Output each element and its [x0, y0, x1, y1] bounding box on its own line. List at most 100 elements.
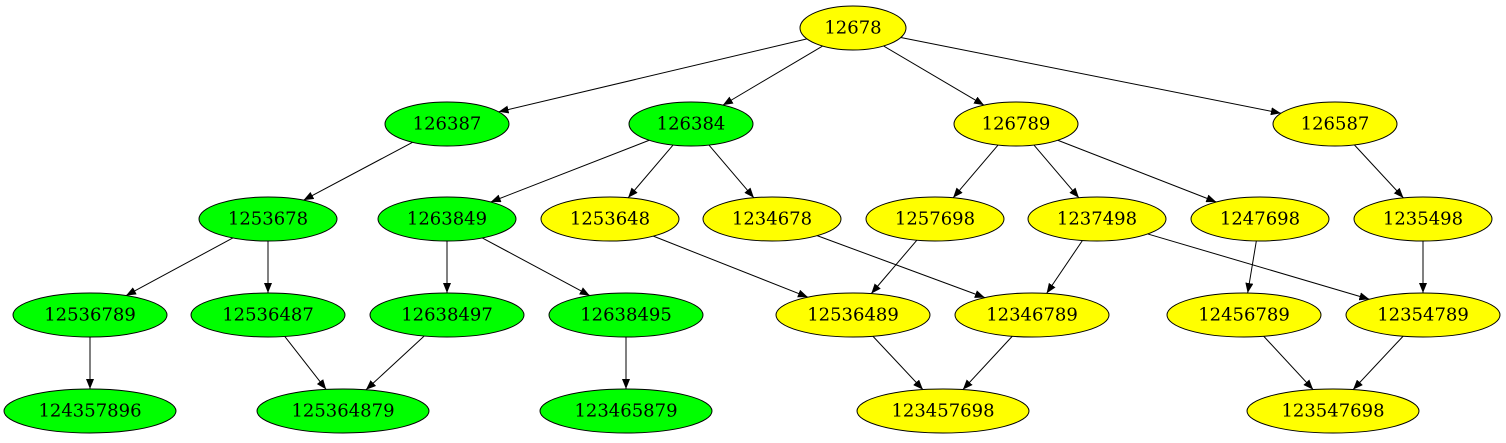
- edge-line: [303, 141, 413, 201]
- node-label: 12678: [824, 18, 881, 39]
- edge-arrow: [883, 45, 985, 106]
- edge-line: [1353, 144, 1404, 199]
- node-label: 12456789: [1198, 305, 1290, 326]
- node-label: 1253648: [570, 209, 650, 230]
- node-ellipse: [198, 196, 338, 242]
- graph-node-1253678: 1253678: [198, 196, 338, 242]
- node-ellipse: [856, 388, 1030, 434]
- graph-node-12354789: 12354789: [1345, 292, 1501, 338]
- graph-node-12536789: 12536789: [12, 292, 168, 338]
- graph-node-12456789: 12456789: [1166, 292, 1322, 338]
- edge-line: [482, 237, 591, 297]
- edge-line: [1245, 240, 1257, 294]
- edge-arrow: [490, 139, 650, 203]
- edge-arrow: [900, 37, 1282, 116]
- edge-arrow: [816, 235, 986, 299]
- edge-arrow: [284, 336, 327, 390]
- edge-arrow: [125, 237, 234, 296]
- graph-node-126384: 126384: [628, 101, 754, 147]
- node-label: 1253678: [228, 209, 308, 230]
- edge-arrow: [962, 335, 1013, 390]
- graph-node-126587: 126587: [1272, 101, 1398, 147]
- graph-node-123547698: 123547698: [1246, 388, 1420, 434]
- nodes: 12678 126387 126384 126789 126587 1253678 1263…: [3, 5, 1501, 434]
- node-ellipse: [702, 196, 842, 242]
- edge-arrow: [1353, 144, 1404, 199]
- edge-line: [365, 335, 425, 391]
- edge-line: [883, 45, 985, 106]
- node-label: 1247698: [1220, 209, 1300, 230]
- node-ellipse: [1246, 388, 1420, 434]
- node-label: 12638495: [580, 305, 672, 326]
- edge-arrow: [1147, 233, 1370, 301]
- edge-arrow: [1057, 139, 1217, 203]
- node-label: 12346789: [986, 305, 1078, 326]
- node-ellipse: [384, 101, 510, 147]
- node-label: 1257698: [895, 209, 975, 230]
- edge-line: [1033, 144, 1080, 199]
- edge-arrow: [1352, 335, 1404, 390]
- edge-arrow: [708, 144, 755, 199]
- node-ellipse: [540, 196, 680, 242]
- edge-line: [816, 235, 986, 299]
- node-label: 124357896: [38, 401, 141, 422]
- edge-arrow: [627, 144, 674, 199]
- node-ellipse: [1190, 196, 1330, 242]
- node-label: 123547698: [1281, 401, 1384, 422]
- graph-node-12638495: 12638495: [548, 292, 704, 338]
- node-label: 125364879: [291, 401, 394, 422]
- node-label: 123465879: [574, 401, 677, 422]
- graph-node-12536487: 12536487: [190, 292, 346, 338]
- graph-node-1257698: 1257698: [865, 196, 1005, 242]
- graph-node-124357896: 124357896: [3, 388, 177, 434]
- edge-arrow: [365, 335, 425, 391]
- edge-arrow: [952, 144, 999, 199]
- node-ellipse: [1353, 196, 1493, 242]
- node-ellipse: [865, 196, 1005, 242]
- graph-node-12536489: 12536489: [775, 292, 931, 338]
- node-label: 1263849: [407, 209, 487, 230]
- node-label: 1237498: [1057, 209, 1137, 230]
- graph-node-12678: 12678: [799, 5, 907, 51]
- node-label: 126384: [657, 114, 726, 135]
- node-label: 12354789: [1377, 305, 1469, 326]
- node-ellipse: [1166, 292, 1322, 338]
- edge-line: [1263, 335, 1314, 390]
- edge-line: [708, 144, 755, 199]
- node-ellipse: [953, 101, 1079, 147]
- edge-line: [870, 239, 918, 294]
- edge-arrow: [303, 141, 413, 201]
- edge-line: [1046, 240, 1083, 294]
- graph-node-1234678: 1234678: [702, 196, 842, 242]
- edge-arrow: [498, 38, 808, 114]
- edge-line: [1147, 233, 1370, 301]
- edge-line: [490, 139, 650, 203]
- node-ellipse: [1272, 101, 1398, 147]
- node-ellipse: [1345, 292, 1501, 338]
- graph-node-1235498: 1235498: [1353, 196, 1493, 242]
- node-ellipse: [190, 292, 346, 338]
- edge-line: [1352, 335, 1404, 390]
- node-ellipse: [628, 101, 754, 147]
- edge-line: [627, 144, 674, 199]
- node-label: 126789: [982, 114, 1051, 135]
- edge-line: [125, 237, 234, 296]
- graph-node-1263849: 1263849: [377, 196, 517, 242]
- node-ellipse: [548, 292, 704, 338]
- edge-line: [653, 235, 809, 298]
- edge-arrow: [1046, 240, 1083, 294]
- edge-arrow: [722, 45, 823, 106]
- node-label: 12536489: [807, 305, 899, 326]
- graph-node-123465879: 123465879: [539, 388, 713, 434]
- graph-node-126387: 126387: [384, 101, 510, 147]
- edge-arrow: [870, 239, 918, 294]
- edge-arrow: [653, 235, 809, 298]
- edge-line: [722, 45, 823, 106]
- graph-node-125364879: 125364879: [256, 388, 430, 434]
- edge-line: [962, 335, 1013, 390]
- graph-node-123457698: 123457698: [856, 388, 1030, 434]
- edge-line: [952, 144, 999, 199]
- node-label: 126387: [413, 114, 482, 135]
- node-ellipse: [954, 292, 1110, 338]
